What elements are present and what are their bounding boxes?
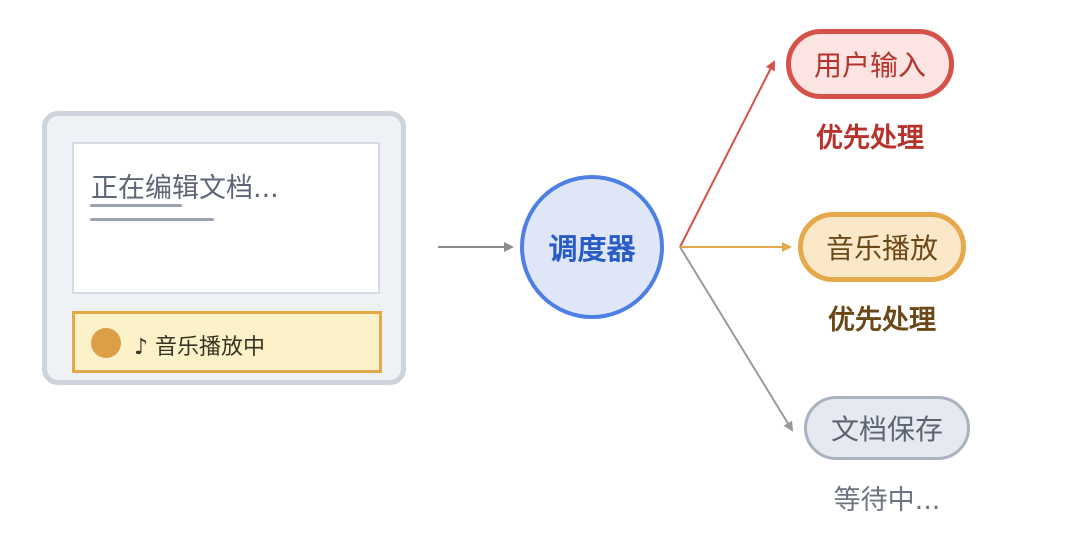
document-text-line [90, 218, 214, 221]
task-music-playback: 音乐播放 [798, 212, 966, 282]
music-playing-bar: ♪ 音乐播放中 [72, 311, 382, 373]
document-text-line [90, 204, 182, 207]
document-editing-text: 正在编辑文档... [91, 173, 279, 204]
task-document-save: 文档保存 [804, 396, 970, 460]
music-dot-icon [91, 328, 121, 358]
scheduler-label: 调度器 [548, 232, 636, 266]
music-playing-text: ♪ 音乐播放中 [134, 335, 266, 360]
scheduler-to-save-arrow [679, 246, 794, 432]
task-user-input-status: 优先处理 [816, 123, 924, 154]
task-music-playback-status: 优先处理 [828, 305, 936, 336]
scheduler-to-input-arrow [679, 60, 775, 248]
task-document-save-status: 等待中... [833, 485, 941, 516]
scheduler-node: 调度器 [520, 175, 664, 319]
document-window: 正在编辑文档... [72, 142, 380, 294]
task-user-input: 用户输入 [786, 29, 954, 99]
